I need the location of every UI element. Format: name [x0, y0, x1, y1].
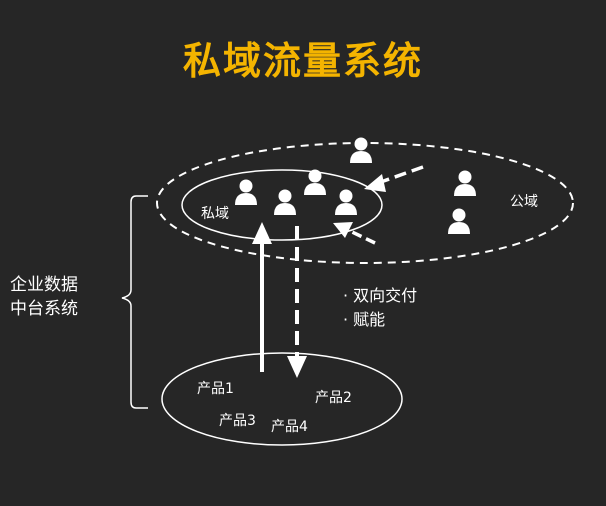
down-arrow — [287, 226, 307, 378]
benefit-item-1: 双向交付 — [343, 284, 417, 308]
side-label-line-2: 中台系统 — [10, 299, 78, 319]
product-label-1: 产品1 — [197, 381, 234, 397]
public-domain-ellipse — [156, 142, 574, 264]
benefit-item-2: 赋能 — [343, 308, 417, 332]
user-icon-5 — [350, 137, 372, 163]
left-bracket — [121, 195, 148, 409]
private-domain-label: 私域 — [201, 206, 229, 222]
page-title: 私域流量系统 — [182, 39, 423, 83]
products-ellipse — [161, 352, 403, 446]
benefit-list: 双向交付 赋能 — [343, 284, 417, 332]
public-to-private-arrow-upper — [364, 165, 424, 192]
side-label-line-1: 企业数据 — [10, 275, 78, 295]
enterprise-data-platform-label: 企业数据 中台系统 — [10, 273, 78, 321]
user-icon-7 — [448, 208, 470, 234]
public-to-private-arrow-lower — [333, 222, 376, 245]
up-arrow — [252, 222, 272, 372]
user-icon-1 — [235, 179, 257, 205]
public-domain-label: 公域 — [510, 194, 538, 210]
user-icon-6 — [454, 170, 476, 196]
product-label-3: 产品3 — [219, 413, 256, 429]
product-label-2: 产品2 — [315, 390, 352, 406]
user-icon-4 — [335, 189, 357, 215]
product-label-4: 产品4 — [271, 419, 308, 435]
user-icon-2 — [274, 189, 296, 215]
private-domain-ellipse — [181, 169, 383, 241]
